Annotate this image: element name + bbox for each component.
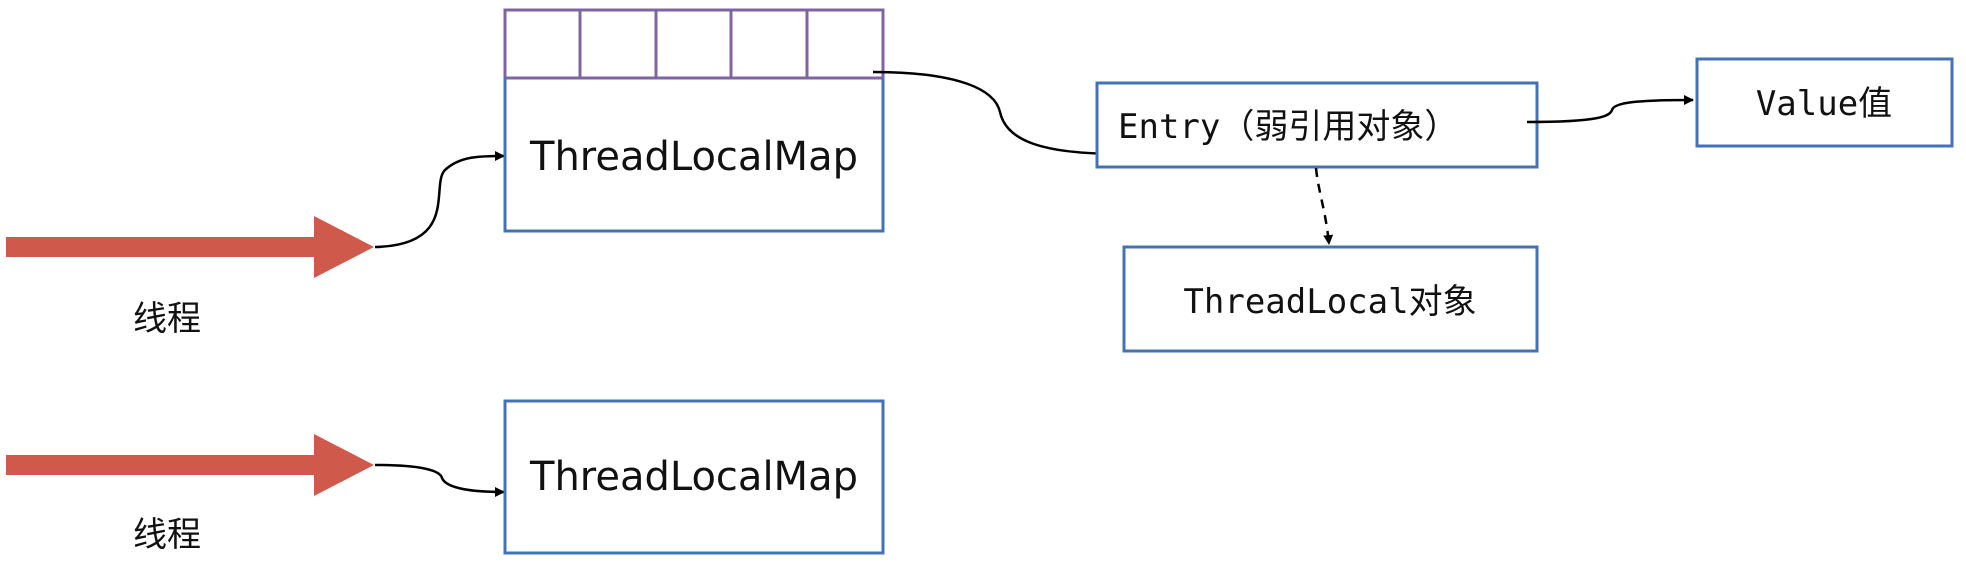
thread-arrow-1 [6, 216, 374, 278]
dashed-connector-entry-to-threadlocal [1314, 167, 1334, 245]
entry-label: Entry（弱引用对象） [1118, 107, 1458, 147]
connector-thread1-to-map1 [374, 151, 505, 249]
connector-slot-to-entry [872, 70, 1123, 159]
connector-entry-to-value [1526, 95, 1694, 124]
map-body [503, 76, 885, 233]
value-box: Value值 [1695, 57, 1954, 148]
map-label-1: ThreadLocalMap [529, 134, 858, 180]
entry-box: Entry（弱引用对象） [1095, 81, 1539, 169]
threadlocal-object-box: ThreadLocal对象 [1122, 245, 1539, 353]
thread-label-1: 线程 [133, 299, 201, 339]
connector-thread2-to-map2 [374, 463, 505, 497]
threadlocal-label: ThreadLocal对象 [1183, 282, 1476, 322]
map-label-2: ThreadLocalMap [529, 454, 858, 500]
threadlocalmap-1: ThreadLocalMap [503, 8, 885, 233]
value-label: Value值 [1756, 84, 1892, 124]
thread-arrow-2 [6, 434, 374, 496]
threadlocalmap-2: ThreadLocalMap [503, 399, 885, 555]
map-slots [503, 8, 885, 80]
thread-label-2: 线程 [133, 515, 201, 555]
